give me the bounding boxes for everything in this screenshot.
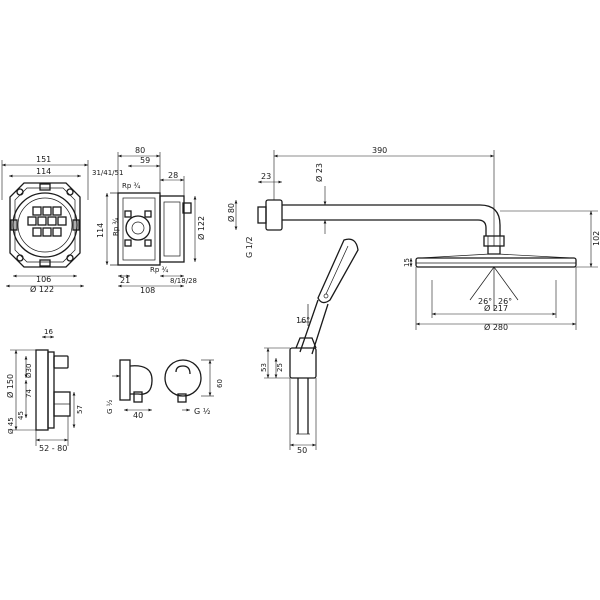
dim-106: 106 — [36, 275, 51, 284]
dim-45: 45 — [17, 411, 25, 420]
dim-52-80: 52 - 80 — [39, 444, 67, 453]
dim-60: 60 — [216, 379, 224, 388]
dim-80: 80 — [135, 146, 145, 155]
dim-53: 53 — [260, 363, 268, 372]
dim-dia-280: Ø 280 — [484, 322, 508, 332]
dim-151: 151 — [36, 155, 51, 164]
dim-108: 108 — [140, 286, 155, 295]
dim-23: 23 — [261, 172, 271, 181]
install-box-front-view — [1, 160, 89, 288]
label-rp-3: Rp ¾ — [150, 266, 169, 274]
dim-dia-122-bottom: Ø 122 — [30, 284, 54, 294]
dim-dia-80: Ø 80 — [226, 203, 236, 222]
hand-shower-view — [264, 238, 359, 450]
dim-21: 21 — [120, 276, 130, 285]
label-rp-2: Rp ¾ — [112, 217, 120, 236]
wall-outlet-side-view — [112, 359, 153, 412]
dim-dia-23: Ø 23 — [314, 163, 324, 182]
angle-26-left: 26° — [478, 297, 492, 306]
dim-dia-30: Ø30 — [25, 364, 33, 378]
label-g-half-arm: G 1/2 — [245, 236, 254, 258]
dim-390: 390 — [372, 146, 387, 155]
label-g-half-1: G ½ — [106, 399, 114, 414]
dim-dia-150: Ø 150 — [5, 374, 15, 398]
dim-31-41-51: 31/41/51 — [92, 169, 123, 177]
label-g-half-2: G ½ — [194, 407, 211, 416]
dim-dia-45: Ø 45 — [7, 417, 15, 434]
shower-arm-view — [234, 150, 598, 330]
dim-dia-122-side: Ø 122 — [196, 216, 206, 240]
dim-74: 74 — [25, 389, 33, 398]
thermostat-trim-view — [10, 335, 76, 446]
dim-102: 102 — [592, 231, 600, 246]
dim-57: 57 — [76, 405, 84, 414]
wall-outlet-front-view — [164, 359, 214, 412]
angle-16: 16° — [296, 316, 310, 325]
dim-16-trim: 16 — [44, 328, 53, 336]
dim-114-top: 114 — [36, 167, 51, 176]
dim-114-side: 114 — [96, 223, 105, 238]
dim-59: 59 — [140, 156, 150, 165]
dim-15: 15 — [403, 258, 411, 267]
dim-40: 40 — [133, 411, 143, 420]
angle-26-right: 26° — [498, 297, 512, 306]
dim-25: 25 — [276, 363, 284, 372]
dim-28: 28 — [168, 171, 178, 180]
dim-8-18-28: 8/18/28 — [170, 277, 197, 285]
label-rp-1: Rp ¾ — [122, 182, 141, 190]
install-box-side-view — [105, 152, 197, 288]
dim-dia-217: Ø 217 — [484, 303, 508, 313]
dim-50: 50 — [297, 446, 307, 455]
